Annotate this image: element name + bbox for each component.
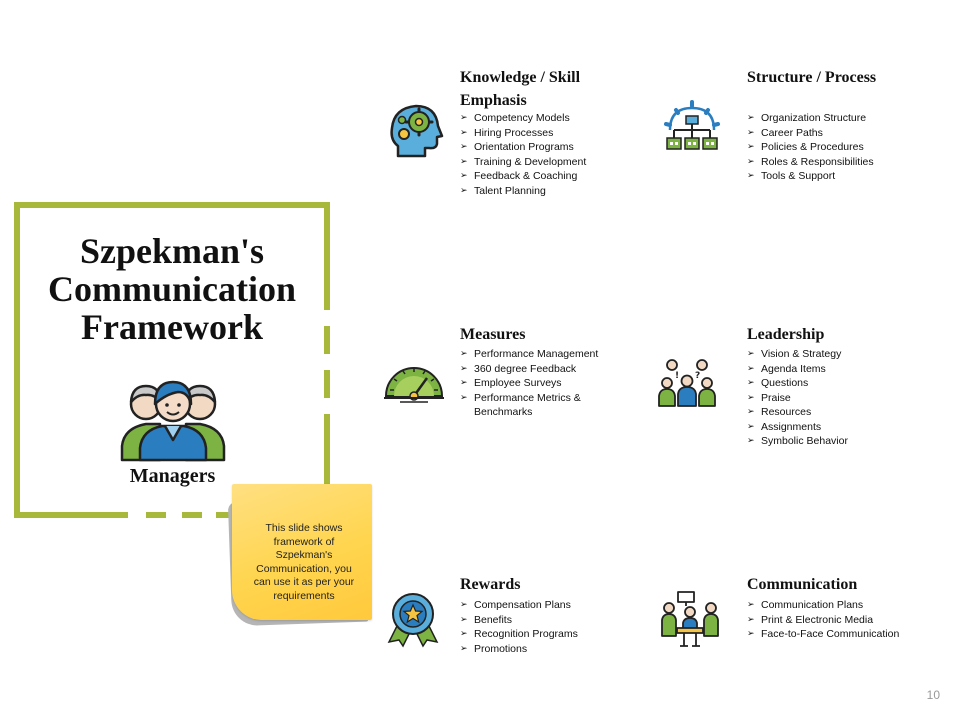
award-badge-icon: [387, 593, 439, 648]
page-number: 10: [926, 688, 940, 702]
section-title-rewards: Rewards: [460, 576, 521, 593]
bullet-list-leadership: Vision & Strategy Agenda Items Questions…: [747, 347, 937, 449]
bullet-list-measures: Performance Management 360 degree Feedba…: [460, 347, 635, 420]
sticky-note: [232, 484, 372, 620]
list-item: Employee Surveys: [460, 376, 635, 391]
list-item: Organization Structure: [747, 111, 947, 126]
bullet-list-structure: Organization Structure Career Paths Poli…: [747, 111, 947, 184]
svg-text:?: ?: [695, 371, 700, 381]
list-item: Feedback & Coaching: [460, 169, 640, 184]
list-item: Competency Models: [460, 111, 640, 126]
list-item: Training & Development: [460, 155, 640, 170]
frame-segment: [14, 512, 128, 518]
managers-label: Managers: [129, 465, 216, 487]
title-frame: [14, 202, 330, 518]
svg-text:!: !: [675, 371, 679, 381]
list-item: Tools & Support: [747, 169, 947, 184]
meeting-table-icon: [661, 591, 719, 647]
list-item: Resources: [747, 405, 937, 420]
frame-segment: [324, 370, 330, 398]
section-title-communication: Communication: [747, 576, 858, 593]
list-item: Symbolic Behavior: [747, 434, 937, 449]
bullet-list-rewards: Compensation Plans Benefits Recognition …: [460, 598, 635, 656]
sticky-note-text: This slide shows framework of Szpekman's…: [253, 522, 355, 602]
list-item: Talent Planning: [460, 184, 640, 199]
list-item: Vision & Strategy: [747, 347, 937, 362]
frame-segment: [324, 202, 330, 310]
managers-icon: [120, 380, 226, 462]
frame-segment: [146, 512, 166, 518]
list-item: Promotions: [460, 642, 635, 657]
bullet-list-communication: Communication Plans Print & Electronic M…: [747, 598, 947, 642]
list-item: Compensation Plans: [460, 598, 635, 613]
frame-segment: [324, 414, 330, 518]
list-item: Print & Electronic Media: [747, 613, 947, 628]
gauge-icon: [384, 367, 444, 403]
list-item: Hiring Processes: [460, 126, 640, 141]
list-item: Questions: [747, 376, 937, 391]
org-structure-icon: [664, 100, 720, 150]
list-item: Orientation Programs: [460, 140, 640, 155]
section-title-structure: Structure / Process: [747, 69, 877, 86]
section-title-leadership: Leadership: [747, 326, 825, 343]
list-item: Recognition Programs: [460, 627, 635, 642]
section-title-knowledge: Knowledge / Skill Emphasis: [460, 69, 581, 109]
list-item: Communication Plans: [747, 598, 947, 613]
frame-segment: [182, 512, 202, 518]
list-item: Agenda Items: [747, 362, 937, 377]
list-item: Performance Management: [460, 347, 635, 362]
list-item: Performance Metrics & Benchmarks: [460, 391, 635, 420]
bullet-list-knowledge: Competency Models Hiring Processes Orien…: [460, 111, 640, 198]
list-item: Career Paths: [747, 126, 947, 141]
list-item: Policies & Procedures: [747, 140, 947, 155]
list-item: 360 degree Feedback: [460, 362, 635, 377]
list-item: Assignments: [747, 420, 937, 435]
section-title-measures: Measures: [460, 326, 526, 343]
team-meeting-icon: ! ?: [658, 359, 716, 407]
list-item: Face-to-Face Communication: [747, 627, 947, 642]
list-item: Benefits: [460, 613, 635, 628]
list-item: Roles & Responsibilities: [747, 155, 947, 170]
list-item: Praise: [747, 391, 937, 406]
page-title: Szpekman's Communication Framework: [47, 231, 296, 347]
head-gears-icon: [390, 104, 444, 158]
frame-segment: [324, 326, 330, 354]
